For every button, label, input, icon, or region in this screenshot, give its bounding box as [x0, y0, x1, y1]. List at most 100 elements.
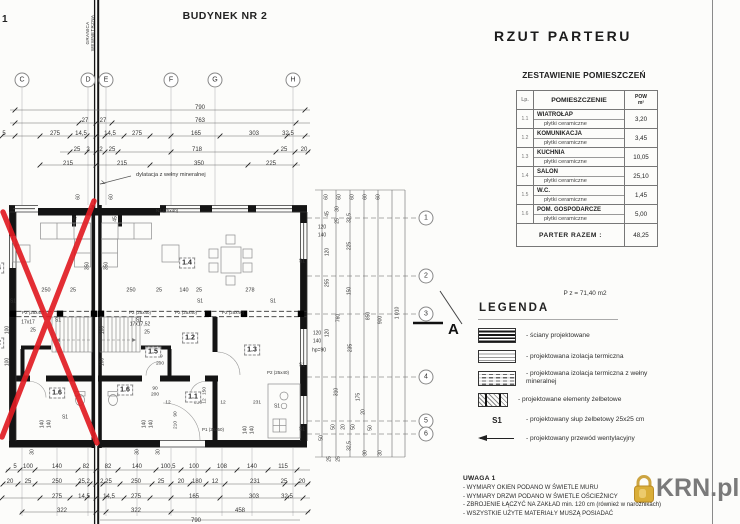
dim-label: 20 [360, 409, 367, 415]
legend-title: LEGENDA [479, 302, 550, 314]
dim-label: 32,5 [281, 494, 293, 500]
dim-label: 213 [193, 400, 203, 406]
dim-label: 275 [130, 494, 142, 500]
dim-label: 100 [4, 357, 11, 367]
footer-label: PARTER RAZEM : [516, 223, 625, 247]
legend-swatch-insulation [478, 350, 516, 363]
dim-label: 90 [152, 386, 158, 392]
dim-label: 165 [190, 131, 202, 137]
dim-label: S1 [54, 317, 62, 324]
dim-label: 458 [234, 508, 246, 514]
dim-label: 140 [39, 419, 46, 429]
note-item: - WYMIARY DRZWI PODANO W ŚWIETLE OŚCIEŻN… [463, 493, 618, 500]
dim-label: 82 [82, 464, 90, 470]
dim-label: 27 [81, 118, 89, 124]
grid-axis-bubble: E [98, 72, 114, 88]
dim-label: 255 [324, 278, 331, 288]
legend-label: - projektowana izolacja termiczna z wełn… [526, 370, 648, 385]
room-number-label: 1.6 [49, 387, 65, 399]
dim-label: 30 [29, 449, 36, 455]
dim-label: 60 [75, 194, 82, 200]
notes-block: UWAGA 1 - WYMIARY OKIEN PODANO W ŚWIETLE… [463, 475, 740, 518]
legend-swatch-s1: S1 [492, 415, 502, 425]
building-title: BUDYNEK NR 2 [182, 10, 268, 22]
dim-label: 25 [30, 327, 36, 334]
boundary-label: GRANICA WEWNĘTRZNA [85, 14, 95, 52]
dim-label: 225 [265, 161, 277, 167]
dim-label: 25 [280, 479, 288, 485]
grid-axis-bubble: F [163, 72, 179, 88]
room-number-label: 1.4 [179, 257, 195, 269]
dim-label: 12 [202, 398, 208, 404]
legend-item: - projektowana izolacja termiczna [478, 350, 733, 363]
room-number-label: 1.5 [145, 346, 161, 358]
dim-label: 50 [318, 435, 325, 441]
dim-label: 140 [131, 464, 143, 470]
dim-label: 25 [144, 329, 150, 336]
dim-label: 5 [2, 131, 6, 137]
grid-axis-bubble: 1 [418, 210, 434, 226]
dim-label: P2 (25x40) [21, 309, 45, 315]
dim-label: S1 [298, 426, 306, 433]
dim-label: 250 [126, 287, 136, 294]
legend-swatch-vent-arrow-icon [478, 434, 514, 441]
dim-label: 30 [362, 450, 369, 456]
total-area-note: P z = 71,40 m2 [563, 290, 607, 297]
dim-label: 200 [150, 392, 160, 398]
dim-label: 718 [191, 147, 203, 153]
dim-label: 30 [334, 206, 341, 212]
header-area-line2: m² [637, 100, 645, 106]
dim-label: 322 [130, 508, 142, 514]
grid-axis-bubble: 2 [418, 268, 434, 284]
dim-label: P2 (25x40) [174, 309, 198, 315]
dim-label: 140 [249, 425, 256, 435]
dim-label: S1 [135, 317, 143, 324]
dim-label: 25 [334, 218, 341, 224]
section-marker-lines [413, 290, 463, 325]
dim-label: 200 [155, 361, 165, 367]
dim-label: 210 [173, 420, 179, 430]
dim-label: N1 (25x40) [155, 207, 179, 213]
room-name: WIATROŁAP [537, 112, 573, 118]
dim-label: 32,5 [346, 213, 353, 223]
dim-label: S1 [196, 298, 204, 305]
dim-label: 140 [46, 419, 53, 429]
room-name: KOMUNIKACJA [537, 131, 582, 137]
room-number-label: 1.3 [244, 344, 260, 356]
room-name: W.C. [537, 188, 550, 194]
dim-label: 20 [177, 479, 185, 485]
dim-label: 303 [248, 131, 260, 137]
dim-label: 115 [278, 464, 288, 470]
legend-swatch-wall [478, 328, 516, 343]
cell-room-area: 10,05 [624, 147, 658, 167]
cell-room-no: 1.2 [516, 128, 534, 148]
dim-label: 30 [155, 449, 162, 455]
grid-axis-bubble: D [80, 72, 96, 88]
legend-item: - projektowany przewód wentylacyjny [478, 433, 733, 444]
dim-label: 140 [312, 338, 322, 345]
dim-label: 25 [73, 147, 81, 153]
room-name: SALON [537, 169, 558, 175]
dim-label: 25 [195, 287, 203, 294]
dim-label: 60 [375, 194, 382, 200]
dim-label: 100 [188, 464, 200, 470]
axes-right-dashed [307, 217, 417, 435]
header-no: Lp. [516, 90, 534, 110]
dim-label: 25,2 [78, 479, 90, 485]
dim-label: 275 [131, 131, 143, 137]
legend-label: - projektowany słup żelbetowy 25x25 cm [526, 416, 645, 423]
dim-label: 215 [62, 161, 74, 167]
cell-room-no: 1.5 [516, 185, 534, 205]
dim-label: 278 [245, 287, 255, 294]
dim-label: 275 [51, 494, 63, 500]
legend-underline [478, 319, 618, 320]
grid-axis-bubble: 4 [418, 369, 434, 385]
dim-label: 231 [249, 479, 261, 485]
room-number-label: 1.1 [185, 391, 201, 403]
dim-label: 350 [103, 261, 110, 271]
